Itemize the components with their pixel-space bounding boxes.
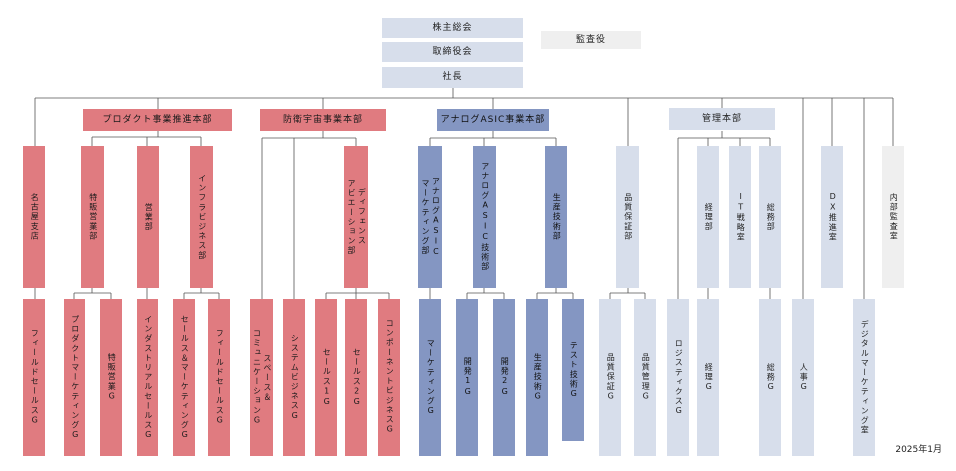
group-space-communication-label: スペース＆ コミュニケーションG [252,329,272,426]
dept-keiri-label: 経理部 [704,202,714,232]
group-quality-assurance-label: 品質保証G [606,353,616,402]
group-dev-2-label: 開発2G [500,357,510,398]
group-seisan-label: 生産技術G [533,353,543,402]
group-jinji: 人事G [792,299,814,456]
division-admin-label: 管理本部 [701,113,742,124]
group-quality-management-label: 品質管理G [641,353,651,402]
group-sales-1-label: セールス1G [322,347,332,408]
group-field-sales-1: フィールドセールスG [23,299,45,456]
dept-analog-tech-label: アナログASIC技術部 [480,162,490,272]
dept-tokuhan-label: 特販営業部 [88,193,98,241]
group-marketing: マーケティングG [419,299,441,456]
group-quality-management: 品質管理G [634,299,656,456]
dept-quality: 品質保証部 [616,146,639,288]
dept-soumu: 総務部 [759,146,781,288]
group-sales-marketing: セールス＆マーケティングG [173,299,195,456]
shareholders-label: 株主総会 [432,22,473,33]
dept-dx: DX推進室 [821,146,843,288]
dept-quality-label: 品質保証部 [623,193,633,241]
dept-defense-aviation: ディフェンス アビエーション部 [344,146,368,288]
group-keiri-label: 経理G [704,362,714,393]
group-product-marketing: プロダクトマーケティングG [64,299,85,456]
dept-infra: インフラビジネス部 [190,146,213,288]
group-component-business-label: コンポーネントビジネスG [385,319,395,436]
group-soumu-label: 総務G [766,362,776,393]
division-defense: 防衛宇宙事業本部 [260,109,386,131]
dept-analog-tech: アナログASIC技術部 [473,146,496,288]
group-logistics: ロジスティクスG [667,299,689,456]
division-analog: アナログASIC事業本部 [437,109,549,131]
group-jinji-label: 人事G [799,362,809,393]
group-system-business: システムビジネスG [283,299,305,456]
group-dev-1: 開発1G [456,299,478,456]
group-product-marketing-label: プロダクトマーケティングG [70,314,80,441]
dept-dx-label: DX推進室 [828,192,838,242]
president-box: 社長 [382,67,523,88]
board-label: 取締役会 [432,46,473,57]
group-field-sales-1-label: フィールドセールスG [30,329,40,426]
dept-eigyo-label: 営業部 [144,202,154,232]
group-digital-marketing: デジタルマーケティング室 [853,299,875,456]
group-sales-marketing-label: セールス＆マーケティングG [180,314,190,441]
group-field-sales-2-label: フィールドセールスG [215,329,225,426]
board-box: 取締役会 [382,42,523,62]
division-admin: 管理本部 [669,108,775,130]
group-logistics-label: ロジスティクスG [674,338,684,417]
group-test-tech: テスト技術G [562,299,584,441]
dept-keiri: 経理部 [697,146,719,288]
dept-analog-marketing-label: アナログASIC マーケティング部 [421,176,441,258]
group-industrial-sales-label: インダストリアルセールスG [143,314,153,441]
auditor-box: 監査役 [541,31,641,49]
division-product-label: プロダクト事業推進本部 [102,114,213,125]
dept-internal-audit-label: 内部監査室 [889,193,899,241]
date-label: 2025年1月 [895,445,942,455]
group-soumu: 総務G [759,299,781,456]
dept-nagoya-label: 名古屋支店 [30,193,40,241]
dept-defense-aviation-label: ディフェンス アビエーション部 [347,178,367,256]
group-dev-1-label: 開発1G [463,357,473,398]
group-sales-2: セールス2G [345,299,367,456]
group-seisan: 生産技術G [526,299,548,456]
dept-soumu-label: 総務部 [766,202,776,232]
group-tokuhan: 特販営業G [100,299,122,456]
group-test-tech-label: テスト技術G [569,340,579,400]
shareholders-box: 株主総会 [382,18,523,38]
auditor-label: 監査役 [575,34,606,45]
group-sales-1: セールス1G [315,299,337,456]
division-product: プロダクト事業推進本部 [83,109,232,131]
group-tokuhan-label: 特販営業G [107,353,117,402]
group-industrial-sales: インダストリアルセールスG [137,299,158,456]
dept-analog-marketing: アナログASIC マーケティング部 [418,146,442,288]
dept-seisan: 生産技術部 [545,146,567,288]
group-field-sales-2: フィールドセールスG [208,299,230,456]
president-label: 社長 [442,72,463,83]
group-sales-2-label: セールス2G [352,347,362,408]
group-keiri: 経理G [697,299,719,456]
group-space-communication: スペース＆ コミュニケーションG [250,299,273,456]
division-defense-label: 防衛宇宙事業本部 [282,114,363,125]
group-dev-2: 開発2G [493,299,515,456]
group-quality-assurance: 品質保証G [599,299,621,456]
dept-eigyo: 営業部 [137,146,159,288]
group-digital-marketing-label: デジタルマーケティング室 [860,319,870,436]
group-component-business: コンポーネントビジネスG [378,299,400,456]
dept-tokuhan: 特販営業部 [81,146,104,288]
dept-it: IT戦略室 [729,146,751,288]
group-marketing-label: マーケティングG [426,338,436,417]
dept-nagoya: 名古屋支店 [23,146,45,288]
dept-internal-audit: 内部監査室 [882,146,904,288]
dept-it-label: IT戦略室 [736,192,746,242]
group-system-business-label: システムビジネスG [290,333,300,422]
dept-seisan-label: 生産技術部 [552,193,562,241]
dept-infra-label: インフラビジネス部 [197,173,207,261]
division-analog-label: アナログASIC事業本部 [440,114,546,125]
